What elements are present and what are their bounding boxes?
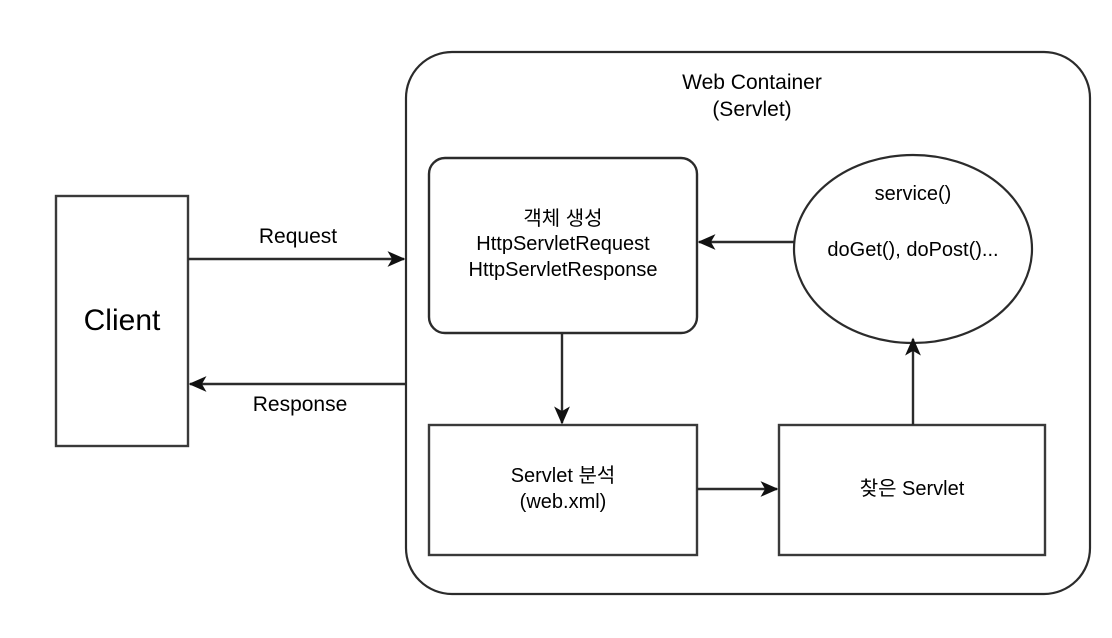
create-objects-shape bbox=[427, 156, 699, 335]
client-shape bbox=[54, 194, 190, 448]
found-servlet-shape bbox=[777, 423, 1047, 557]
servlet-analysis-shape bbox=[427, 423, 699, 557]
service-shape bbox=[792, 153, 1034, 345]
